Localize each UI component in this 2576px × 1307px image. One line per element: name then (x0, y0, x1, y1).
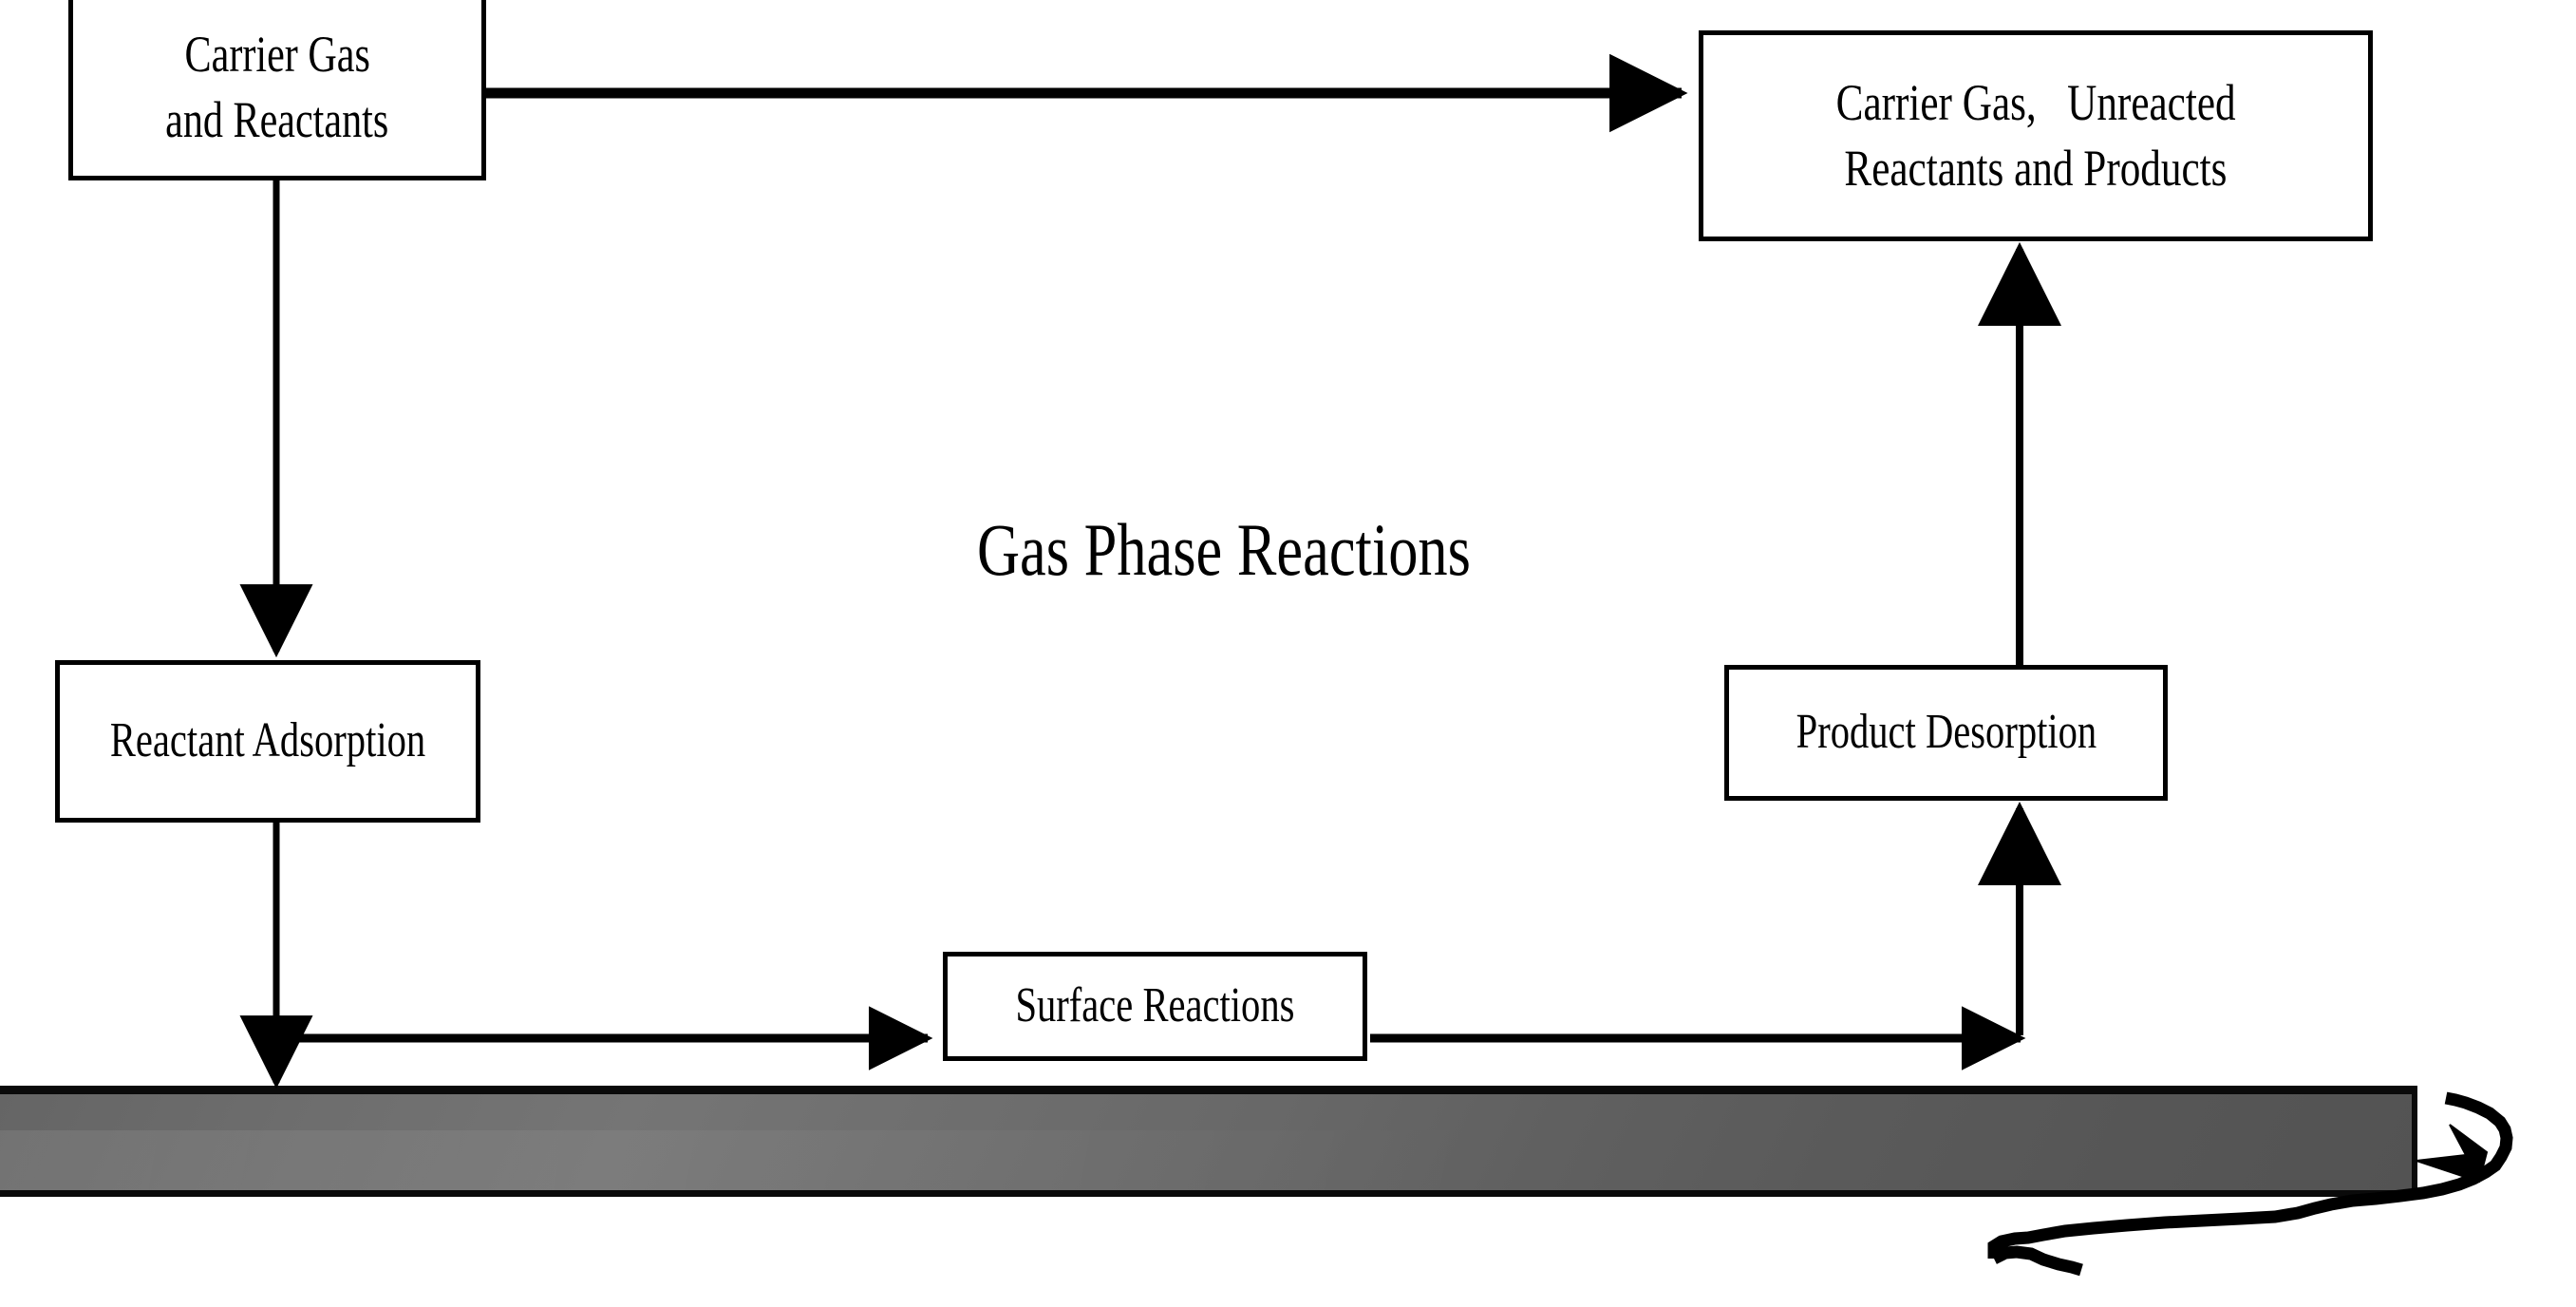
substrate-surface-text: Substrate Surface (2157, 1303, 2453, 1307)
box-label-line-2: and Reactants (165, 91, 389, 148)
gas-phase-reactions-text: Gas Phase Reactions (977, 508, 1471, 591)
box-label-line-1: Product Desorption (1796, 705, 2097, 760)
substrate-callout-squiggle (1987, 1091, 2513, 1277)
substrate-callout-arrowhead (2416, 1124, 2489, 1184)
box-surface-reactions: Surface Reactions (943, 952, 1367, 1061)
box-label-line-2: Reactants and Products (1844, 140, 2228, 197)
gas-phase-reactions-title: Gas Phase Reactions (779, 422, 1595, 678)
box-reactant-adsorption: Reactant Adsorption (55, 660, 480, 823)
box-label-line-1: Carrier Gas, Unreacted (1835, 73, 2236, 131)
box-carrier-gas-unreacted-reactants-and-products: Carrier Gas, Unreacted Reactants and Pro… (1699, 30, 2373, 241)
substrate-surface-label: Substrate Surface (2106, 1244, 2517, 1307)
box-label-line-1: Carrier Gas (184, 25, 370, 83)
box-carrier-gas-and-reactants: Carrier Gas and Reactants (68, 0, 486, 180)
box-product-desorption: Product Desorption (1724, 665, 2168, 801)
box-label-line-1: Surface Reactions (1015, 978, 1295, 1033)
box-label-line-1: Reactant Adsorption (109, 713, 426, 768)
